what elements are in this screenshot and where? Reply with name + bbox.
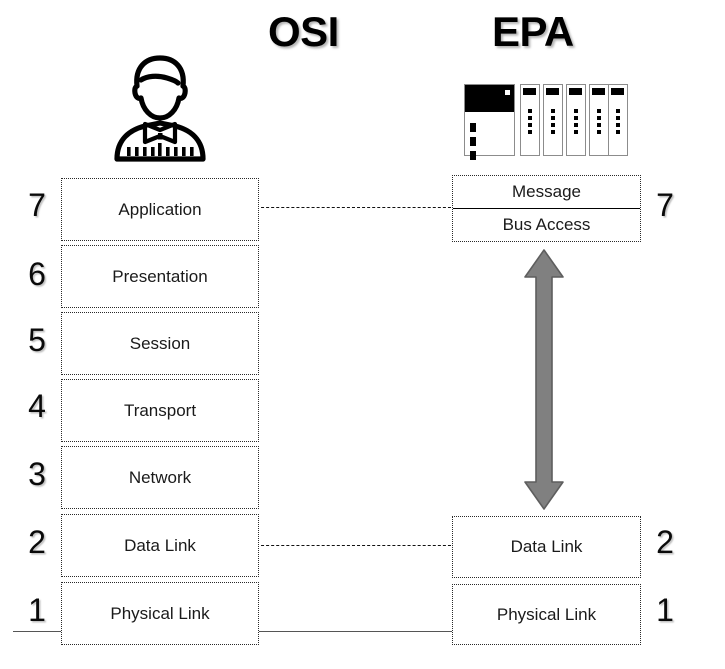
osi-layer-box-application[interactable]: Application: [61, 178, 259, 241]
epa-layer-box-message-bus-access[interactable]: Message Bus Access: [452, 175, 641, 242]
operator-person-icon: [114, 55, 206, 162]
osi-layer-box-network[interactable]: Network: [61, 446, 259, 509]
application-to-message-link: [256, 207, 456, 208]
epa-layer-number-1: 1: [656, 592, 674, 628]
plc-io-card-bar: [592, 88, 605, 95]
osi-layer-box-data-link[interactable]: Data Link: [61, 514, 259, 577]
plc-io-card-bar: [611, 88, 624, 95]
datalink-to-datalink-link: [256, 545, 456, 546]
plc-io-card: [520, 84, 540, 156]
osi-title: OSI: [268, 8, 339, 55]
osi-layer-box-transport[interactable]: Transport: [61, 379, 259, 442]
plc-io-card-bar: [569, 88, 582, 95]
plc-io-card-leds: [616, 109, 620, 134]
plc-io-card-leds: [597, 109, 601, 134]
epa-layer-number-2: 2: [656, 524, 674, 560]
plc-cpu-indicator-dot: [505, 90, 510, 95]
epa-layer-number-7: 7: [656, 187, 674, 223]
plc-io-card: [566, 84, 586, 156]
plc-io-card-leds: [528, 109, 532, 134]
epa-layer-box-physical-link[interactable]: Physical Link: [452, 584, 641, 645]
bus-double-arrow-icon: [524, 249, 564, 510]
osi-layer-number-2: 2: [28, 524, 46, 560]
osi-layer-number-1: 1: [28, 592, 46, 628]
osi-layer-number-6: 6: [28, 256, 46, 292]
osi-layer-number-3: 3: [28, 456, 46, 492]
plc-cpu-module: [464, 84, 515, 160]
epa-layer-box-data-link[interactable]: Data Link: [452, 516, 641, 578]
epa-title: EPA: [492, 8, 574, 55]
plc-io-card: [608, 84, 628, 156]
epa-label-message: Message: [453, 176, 640, 209]
osi-layer-box-session[interactable]: Session: [61, 312, 259, 375]
plc-io-card-leds: [574, 109, 578, 134]
plc-io-card-leds: [551, 109, 555, 134]
osi-layer-number-5: 5: [28, 322, 46, 358]
osi-layer-box-physical-link[interactable]: Physical Link: [61, 582, 259, 645]
osi-layer-number-7: 7: [28, 187, 46, 223]
plc-cpu-led-group: [470, 123, 476, 160]
epa-label-bus-access: Bus Access: [502, 215, 591, 234]
plc-rack-icon: [464, 84, 628, 160]
osi-layer-box-presentation[interactable]: Presentation: [61, 245, 259, 308]
plc-io-card: [589, 84, 609, 156]
osi-layer-number-4: 4: [28, 388, 46, 424]
plc-cpu-faceplate: [465, 85, 514, 112]
plc-io-card-bar: [546, 88, 559, 95]
plc-io-card: [543, 84, 563, 156]
plc-io-card-bar: [523, 88, 536, 95]
